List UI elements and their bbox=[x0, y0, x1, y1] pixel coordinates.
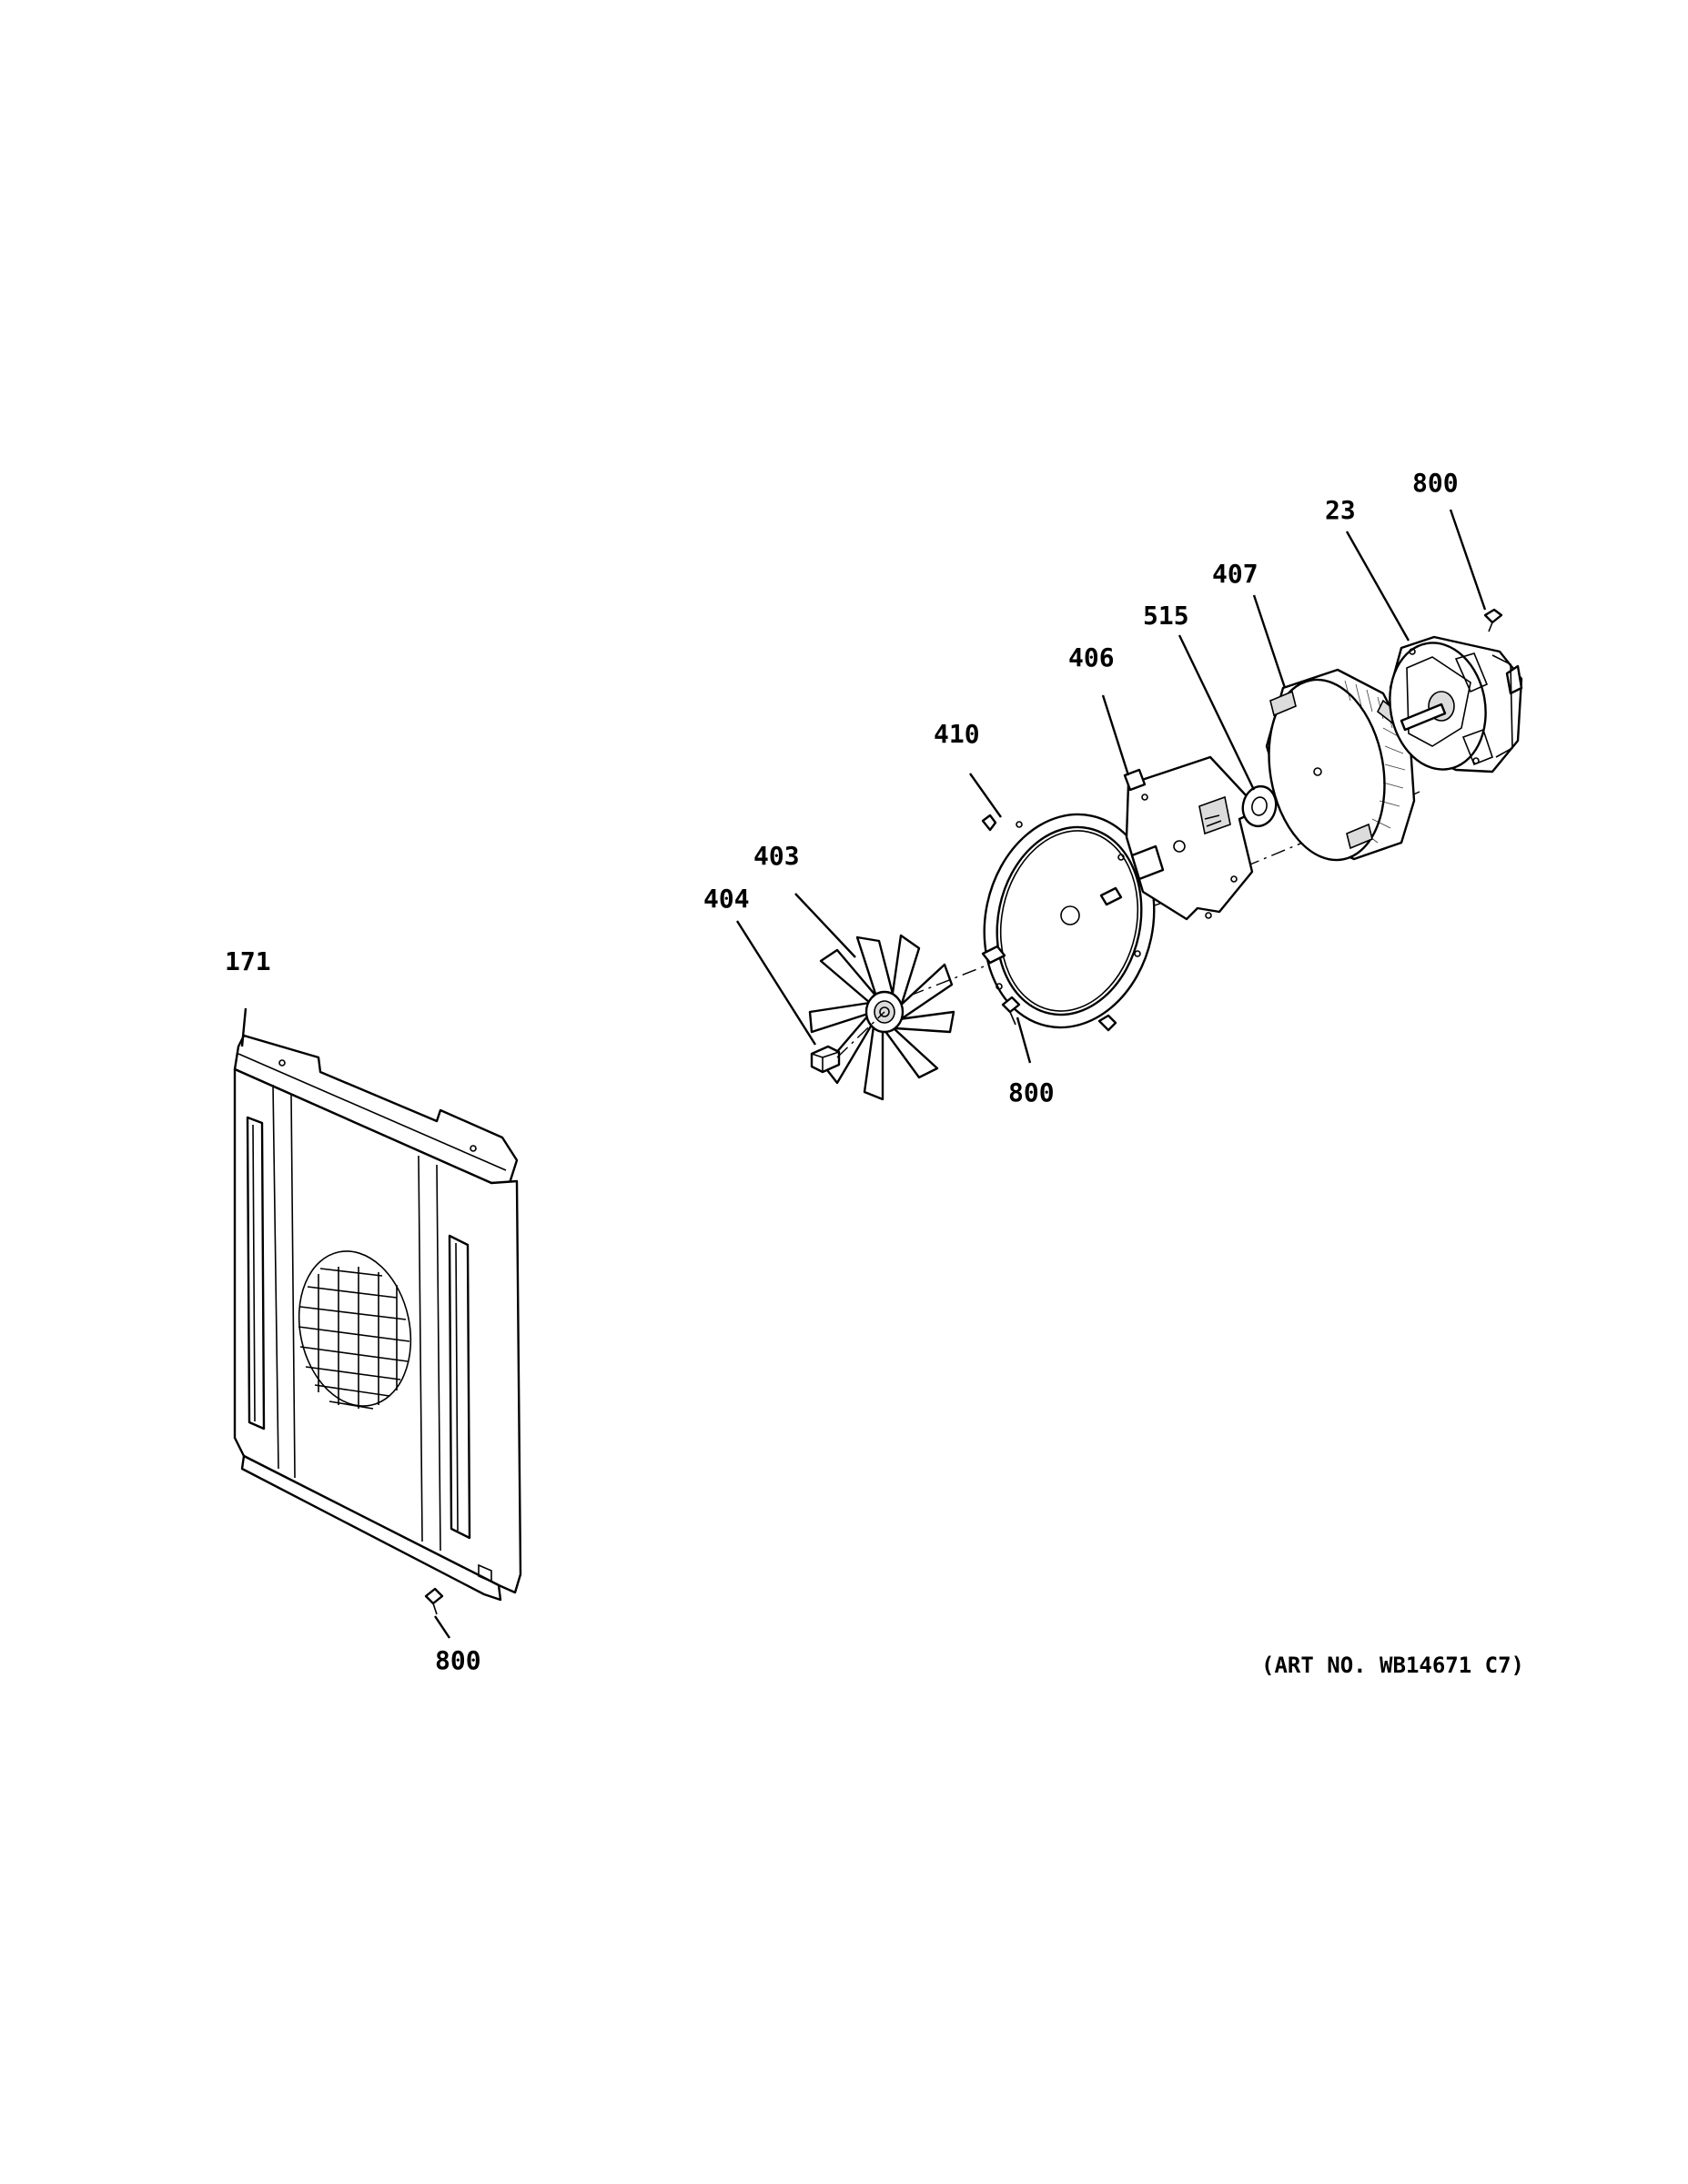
washer-515 bbox=[1241, 784, 1278, 828]
callout-23: 23 bbox=[1325, 495, 1356, 525]
callout-410: 410 bbox=[934, 719, 980, 749]
callout-800-mid: 800 bbox=[1008, 1077, 1055, 1107]
vent-grille bbox=[298, 1250, 412, 1410]
screw-800-mid bbox=[1001, 996, 1021, 1026]
callout-171: 171 bbox=[225, 946, 271, 976]
nut-404 bbox=[810, 1045, 841, 1074]
callout-800-bottom: 800 bbox=[435, 1645, 481, 1675]
callout-800-top: 800 bbox=[1412, 468, 1459, 498]
insulation-407 bbox=[1265, 668, 1416, 862]
screw-800-top bbox=[1483, 608, 1503, 632]
callout-407: 407 bbox=[1212, 559, 1258, 589]
mounting-ring-410 bbox=[981, 813, 1156, 1032]
callout-406: 406 bbox=[1068, 642, 1115, 672]
fan-blade-403 bbox=[808, 934, 955, 1101]
fan-cover-panel-171 bbox=[233, 1034, 522, 1602]
art-number: (ART NO. WB14671 C7) bbox=[1261, 1653, 1524, 1678]
screw-800-bottom bbox=[424, 1587, 444, 1615]
fan-motor-23 bbox=[1389, 635, 1523, 774]
bracket-plate-406 bbox=[1123, 755, 1261, 921]
leader-lines bbox=[240, 509, 1487, 1639]
callout-515: 515 bbox=[1143, 601, 1189, 631]
callout-403: 403 bbox=[753, 841, 800, 871]
assembly-axis-line bbox=[836, 791, 1420, 1058]
callout-404: 404 bbox=[703, 884, 750, 914]
